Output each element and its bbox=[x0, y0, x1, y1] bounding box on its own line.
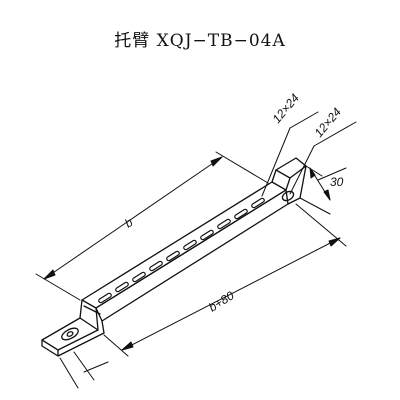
dimension-30 bbox=[299, 165, 347, 215]
drawing-title: 托臂 XQJ−TB−04A bbox=[114, 31, 286, 51]
label-length-b80: b+80 bbox=[206, 288, 237, 314]
bracket-arm bbox=[81, 181, 289, 322]
leader-slot-top bbox=[261, 111, 319, 197]
left-foot bbox=[41, 299, 105, 357]
foot-hole-icon bbox=[61, 327, 79, 341]
leader-slot-tab bbox=[289, 121, 357, 195]
tab-hole-icon bbox=[281, 190, 295, 202]
label-slot-top: 12×24 bbox=[270, 91, 303, 126]
slot-row bbox=[98, 197, 265, 304]
right-tab bbox=[271, 157, 307, 205]
label-slot-tab: 12×24 bbox=[312, 105, 345, 140]
dimension-b80 bbox=[59, 203, 347, 389]
dimension-b bbox=[35, 151, 269, 301]
label-tab-offset: 30 bbox=[330, 175, 344, 189]
